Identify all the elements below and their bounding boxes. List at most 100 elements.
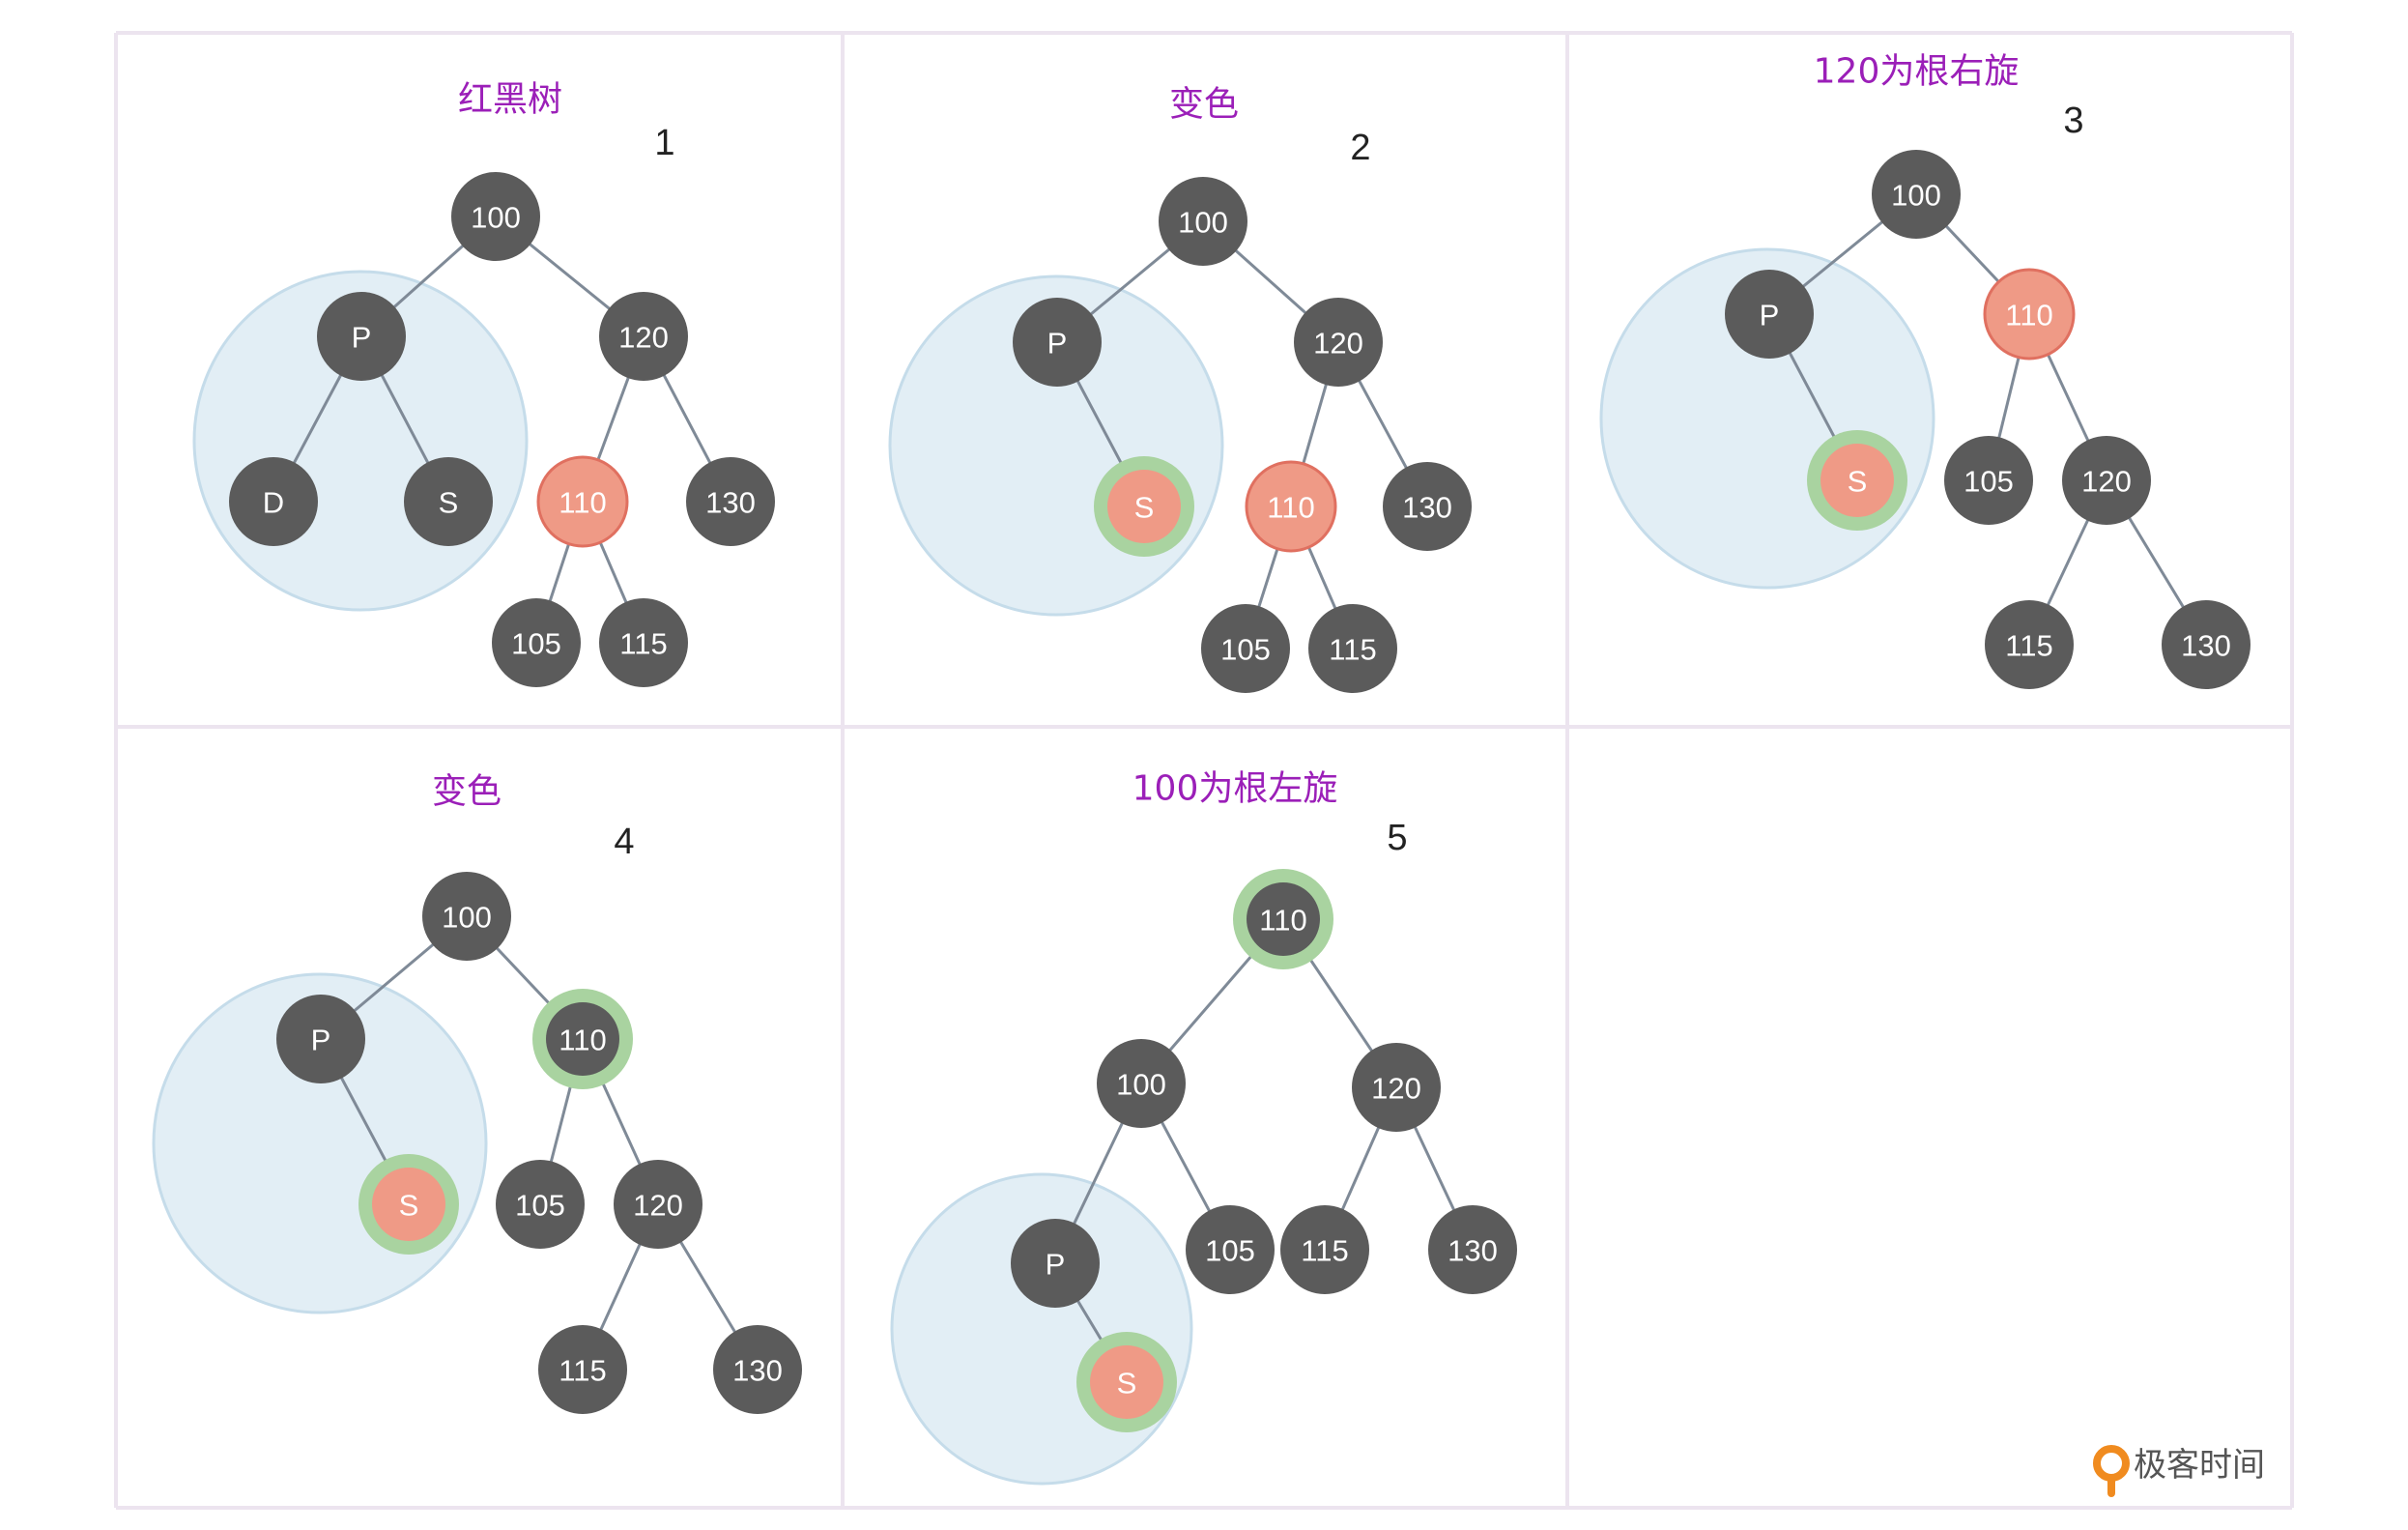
tree-node: P (317, 292, 406, 381)
step-number: 1 (654, 123, 674, 163)
node-label: 120 (1313, 327, 1363, 361)
node-label: 110 (559, 1024, 606, 1057)
black-node-circle (1944, 436, 2033, 525)
panel-grid (114, 31, 2294, 1510)
node-label: 115 (619, 627, 667, 661)
node-label: 110 (1267, 491, 1314, 525)
tree-node: S (358, 1154, 459, 1255)
black-node-circle (686, 457, 775, 546)
black-node-circle (599, 598, 688, 687)
node-label: P (311, 1024, 331, 1057)
tree-node: 100 (422, 872, 511, 961)
black-node-circle (1097, 1039, 1186, 1128)
black-node-circle (2162, 600, 2250, 689)
black-node-circle (317, 292, 406, 381)
node-label: 105 (1964, 465, 2014, 499)
node-label: 120 (1371, 1072, 1421, 1106)
node-label: 130 (1402, 491, 1452, 525)
red-node-circle (1983, 268, 2076, 361)
node-label: 115 (1301, 1234, 1348, 1268)
node-label: S (399, 1189, 419, 1223)
red-node-circle (1107, 470, 1181, 543)
node-label: 100 (1891, 179, 1941, 213)
red-node-circle (536, 455, 629, 548)
black-node-circle (1352, 1043, 1441, 1132)
node-label: 105 (515, 1189, 565, 1223)
black-node-circle (422, 872, 511, 961)
step-number: 2 (1350, 128, 1370, 168)
step-number: 3 (2063, 101, 2083, 141)
panel-title: 100为根左旋 (1132, 769, 1338, 809)
node-label: 130 (705, 486, 756, 520)
tree-node: 110 (536, 455, 629, 548)
tree-node: S (1807, 430, 1907, 531)
node-label: 100 (442, 901, 492, 935)
black-node-circle (1159, 177, 1247, 266)
black-node-circle (2062, 436, 2151, 525)
black-node-circle (546, 1002, 619, 1076)
tree-node: P (276, 995, 365, 1083)
tree-node: 120 (599, 292, 688, 381)
node-label: 105 (511, 627, 561, 661)
node-label: 115 (559, 1354, 606, 1388)
tree-node: 130 (1428, 1205, 1517, 1294)
tree-node: 115 (1280, 1205, 1369, 1294)
black-node-circle (538, 1325, 627, 1414)
node-label: 110 (559, 486, 606, 520)
tree-node: 130 (2162, 600, 2250, 689)
red-node-circle (1820, 444, 1894, 517)
panel-title: 变色 (432, 772, 502, 812)
tree-node: 110 (532, 989, 633, 1089)
tree-node: 130 (686, 457, 775, 546)
tree-node: 115 (599, 598, 688, 687)
node-label: P (1046, 1248, 1066, 1282)
black-node-circle (1872, 150, 1961, 239)
black-node-circle (1247, 882, 1320, 956)
node-label: 120 (2081, 465, 2132, 499)
node-label: S (439, 486, 459, 520)
tree-node: S (1094, 456, 1194, 557)
panel-title: 红黑树 (458, 80, 562, 120)
node-label: S (1134, 491, 1155, 525)
tree-node: 100 (451, 172, 540, 261)
node-label: 115 (2005, 629, 2052, 663)
tree-node: 105 (1944, 436, 2033, 525)
tree-node: 110 (1233, 869, 1333, 969)
tree-node: 115 (1308, 604, 1397, 693)
tree-node: 130 (713, 1325, 802, 1414)
geektime-logo-icon (2093, 1445, 2130, 1497)
node-label: P (352, 321, 372, 355)
tree-node: D (229, 457, 318, 546)
black-node-circle (713, 1325, 802, 1414)
node-label: 120 (633, 1189, 683, 1223)
tree-node: 120 (614, 1160, 702, 1249)
black-node-circle (404, 457, 493, 546)
tree-node: S (404, 457, 493, 546)
black-node-circle (1294, 298, 1383, 387)
tree-node: 105 (1186, 1205, 1275, 1294)
node-label: P (1760, 299, 1780, 332)
red-node-circle (372, 1168, 445, 1241)
brand-text: 极客时间 (2134, 1446, 2265, 1485)
black-node-circle (1985, 600, 2074, 689)
node-label: 100 (471, 201, 521, 235)
step-number: 5 (1387, 818, 1407, 858)
node-label: P (1047, 327, 1068, 361)
tree-node: 105 (1201, 604, 1290, 693)
node-label: 120 (618, 321, 669, 355)
tree-node: 100 (1159, 177, 1247, 266)
tree-node: P (1725, 270, 1814, 359)
tree-node: 105 (492, 598, 581, 687)
tree-node: 110 (1245, 460, 1337, 553)
black-node-circle (1201, 604, 1290, 693)
red-node-circle (1090, 1345, 1163, 1419)
node-label: 105 (1205, 1234, 1255, 1268)
tree-node: P (1013, 298, 1102, 387)
node-label: 100 (1178, 206, 1228, 240)
black-node-circle (1383, 462, 1472, 551)
